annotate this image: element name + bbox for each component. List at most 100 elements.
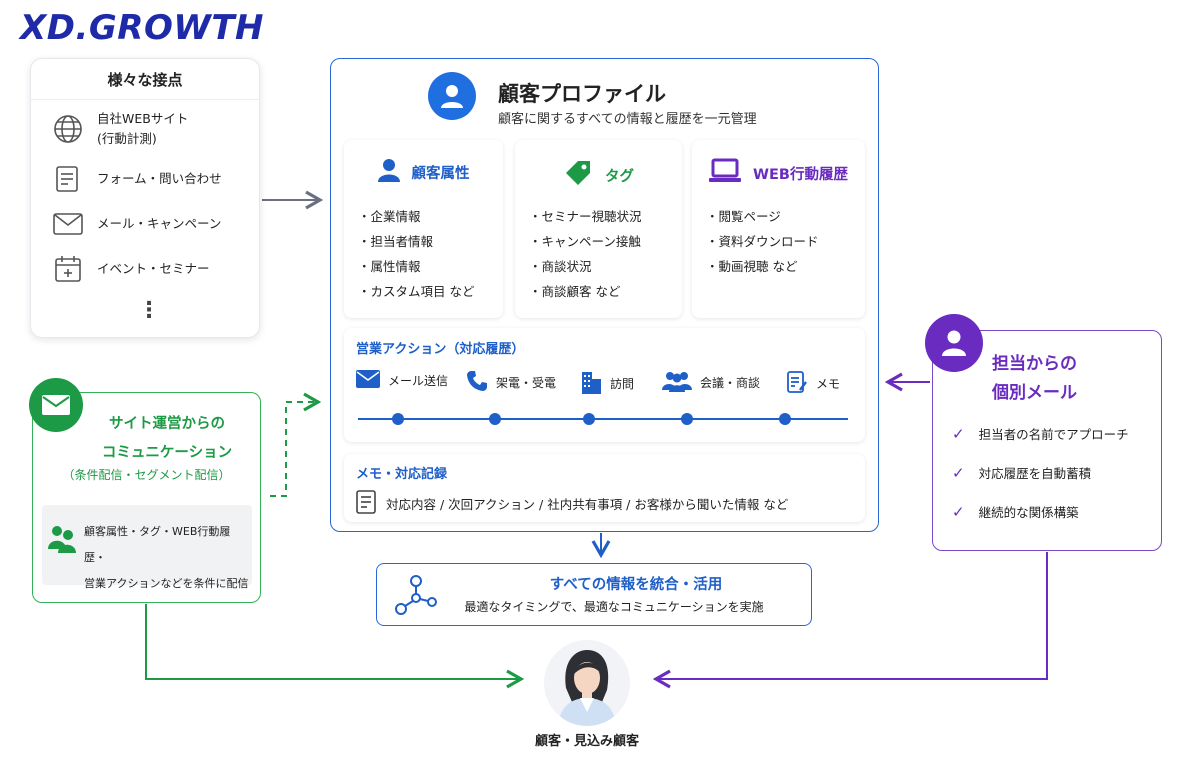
card-title: WEB行動履歴 [753, 166, 848, 183]
touchpoint-website: 自社WEBサイト (行動計測) [53, 109, 188, 149]
laptop-icon [709, 158, 742, 188]
mail-icon [356, 370, 380, 391]
person-icon [377, 158, 400, 186]
sales-action-title: 営業アクション（対応履歴） [356, 342, 525, 357]
mail-icon [53, 209, 83, 239]
timeline-dot [489, 413, 501, 425]
group-icon [48, 523, 76, 557]
card-title: タグ [605, 168, 634, 185]
arrow-site-to-profile [270, 392, 322, 497]
list-item: 企業情報 [358, 204, 475, 229]
sales-action-memo: メモ [786, 370, 840, 397]
list-item: 担当者情報 [358, 229, 475, 254]
touchpoint-label: フォーム・問い合わせ [97, 171, 222, 186]
profile-subtitle: 顧客に関するすべての情報と履歴を一元管理 [498, 112, 757, 127]
list-item: 動画視聴 など [706, 254, 819, 279]
sales-action-card: 営業アクション（対応履歴） メール送信 架電・受電 訪問 会議・商談 メモ [344, 328, 865, 442]
memo-title: メモ・対応記録 [356, 467, 448, 482]
profile-title: 顧客プロファイル [498, 82, 666, 106]
group-icon [662, 370, 692, 395]
check-icon: ✓ [952, 424, 965, 443]
card-header: タグ [515, 158, 682, 192]
tag-list: セミナー視聴状況 キャンペーン接触 商談状況 商談顧客 など [529, 204, 642, 304]
web-behavior-card: WEB行動履歴 閲覧ページ 資料ダウンロード 動画視聴 など [692, 140, 865, 318]
document-icon [356, 490, 376, 517]
web-behavior-list: 閲覧ページ 資料ダウンロード 動画視聴 など [706, 204, 819, 279]
action-timeline [358, 418, 848, 420]
staff-mail-item-label: 対応履歴を自動蓄積 [978, 466, 1092, 481]
tags-card: タグ セミナー視聴状況 キャンペーン接触 商談状況 商談顧客 など [515, 140, 682, 318]
touchpoint-label: 自社WEBサイト (行動計測) [97, 111, 189, 146]
staff-mail-item-label: 継続的な関係構築 [978, 505, 1079, 520]
memo-text: 対応内容 / 次回アクション / 社内共有事項 / お客様から聞いた情報 など [386, 497, 789, 512]
mail-icon [29, 378, 83, 432]
calendar-icon [53, 254, 83, 284]
divider [31, 99, 259, 100]
list-item: セミナー視聴状況 [529, 204, 642, 229]
list-item: キャンペーン接触 [529, 229, 642, 254]
card-header: WEB行動履歴 [692, 158, 865, 188]
customer-label: 顧客・見込み顧客 [534, 734, 639, 749]
card-title: 顧客属性 [411, 165, 470, 182]
staff-mail-item: ✓ 継続的な関係構築 [952, 502, 1079, 521]
building-icon [580, 370, 602, 397]
timeline-dot [392, 413, 404, 425]
logo-text: XD.GROWTH [20, 8, 264, 48]
globe-icon [53, 114, 83, 144]
staff-mail-item: ✓ 対応履歴を自動蓄積 [952, 463, 1091, 482]
sales-action-label: 訪問 [610, 377, 635, 391]
touchpoint-label: メール・キャンペーン [97, 216, 222, 231]
staff-mail-item-label: 担当者の名前でアプローチ [978, 427, 1129, 442]
list-item: 商談顧客 など [529, 279, 642, 304]
more-dots-icon: ⋮ [138, 298, 160, 323]
integration-subtitle: 最適なタイミングで、最適なコミュニケーションを実施 [464, 600, 764, 614]
touchpoints-title: 様々な接点 [107, 71, 183, 89]
memo-record-card: メモ・対応記録 対応内容 / 次回アクション / 社内共有事項 / お客様から聞… [344, 454, 865, 522]
tag-icon [563, 158, 593, 192]
touchpoint-form: フォーム・問い合わせ [53, 164, 222, 194]
staff-mail-title: 担当からの 個別メール [992, 354, 1077, 403]
site-communication-text: 顧客属性・タグ・WEB行動履歴・ 営業アクションなどを条件に配信 [84, 525, 249, 590]
attribute-list: 企業情報 担当者情報 属性情報 カスタム項目 など [358, 204, 475, 304]
sales-action-label: メモ [816, 377, 841, 391]
form-icon [53, 164, 83, 194]
site-communication-subtitle: （条件配信・セグメント配信） [62, 468, 231, 482]
list-item: カスタム項目 など [358, 279, 475, 304]
sales-action-visit: 訪問 [580, 370, 634, 397]
integration-card [376, 563, 812, 626]
person-icon [925, 314, 983, 372]
sales-action-mail: メール送信 [356, 370, 448, 391]
arrow-staff-to-customer [652, 552, 1048, 689]
arrow-site-to-customer [145, 604, 525, 689]
sales-action-meeting: 会議・商談 [662, 370, 760, 395]
timeline-dot [681, 413, 693, 425]
memo-icon [786, 370, 808, 397]
check-icon: ✓ [952, 502, 965, 521]
sales-action-label: 会議・商談 [700, 376, 761, 390]
customer-attributes-card: 顧客属性 企業情報 担当者情報 属性情報 カスタム項目 など [344, 140, 503, 318]
phone-icon [466, 370, 488, 395]
touchpoint-mail: メール・キャンペーン [53, 209, 221, 239]
memo-body: 対応内容 / 次回アクション / 社内共有事項 / お客様から聞いた情報 など [356, 490, 788, 517]
touchpoint-event: イベント・セミナー [53, 254, 210, 284]
list-item: 資料ダウンロード [706, 229, 819, 254]
timeline-dot [779, 413, 791, 425]
staff-mail-item: ✓ 担当者の名前でアプローチ [952, 424, 1129, 443]
timeline-dot [583, 413, 595, 425]
sales-action-phone: 架電・受電 [466, 370, 556, 395]
list-item: 閲覧ページ [706, 204, 819, 229]
list-item: 商談状況 [529, 254, 642, 279]
customer-avatar [544, 640, 630, 726]
profile-avatar-icon [428, 72, 476, 120]
sales-action-label: メール送信 [388, 374, 449, 388]
network-icon [394, 574, 438, 620]
check-icon: ✓ [952, 463, 965, 482]
integration-title: すべての情報を統合・活用 [376, 573, 812, 594]
touchpoint-label: イベント・セミナー [97, 261, 210, 276]
sales-action-label: 架電・受電 [496, 376, 557, 390]
site-communication-title: サイト運営からの コミュニケーション [101, 416, 233, 461]
site-communication-detail: 顧客属性・タグ・WEB行動履歴・ 営業アクションなどを条件に配信 [42, 505, 252, 590]
card-header: 顧客属性 [344, 158, 503, 186]
touchpoints-card: 様々な接点 自社WEBサイト (行動計測) フォーム・問い合わせ メール・キャン… [30, 58, 260, 338]
